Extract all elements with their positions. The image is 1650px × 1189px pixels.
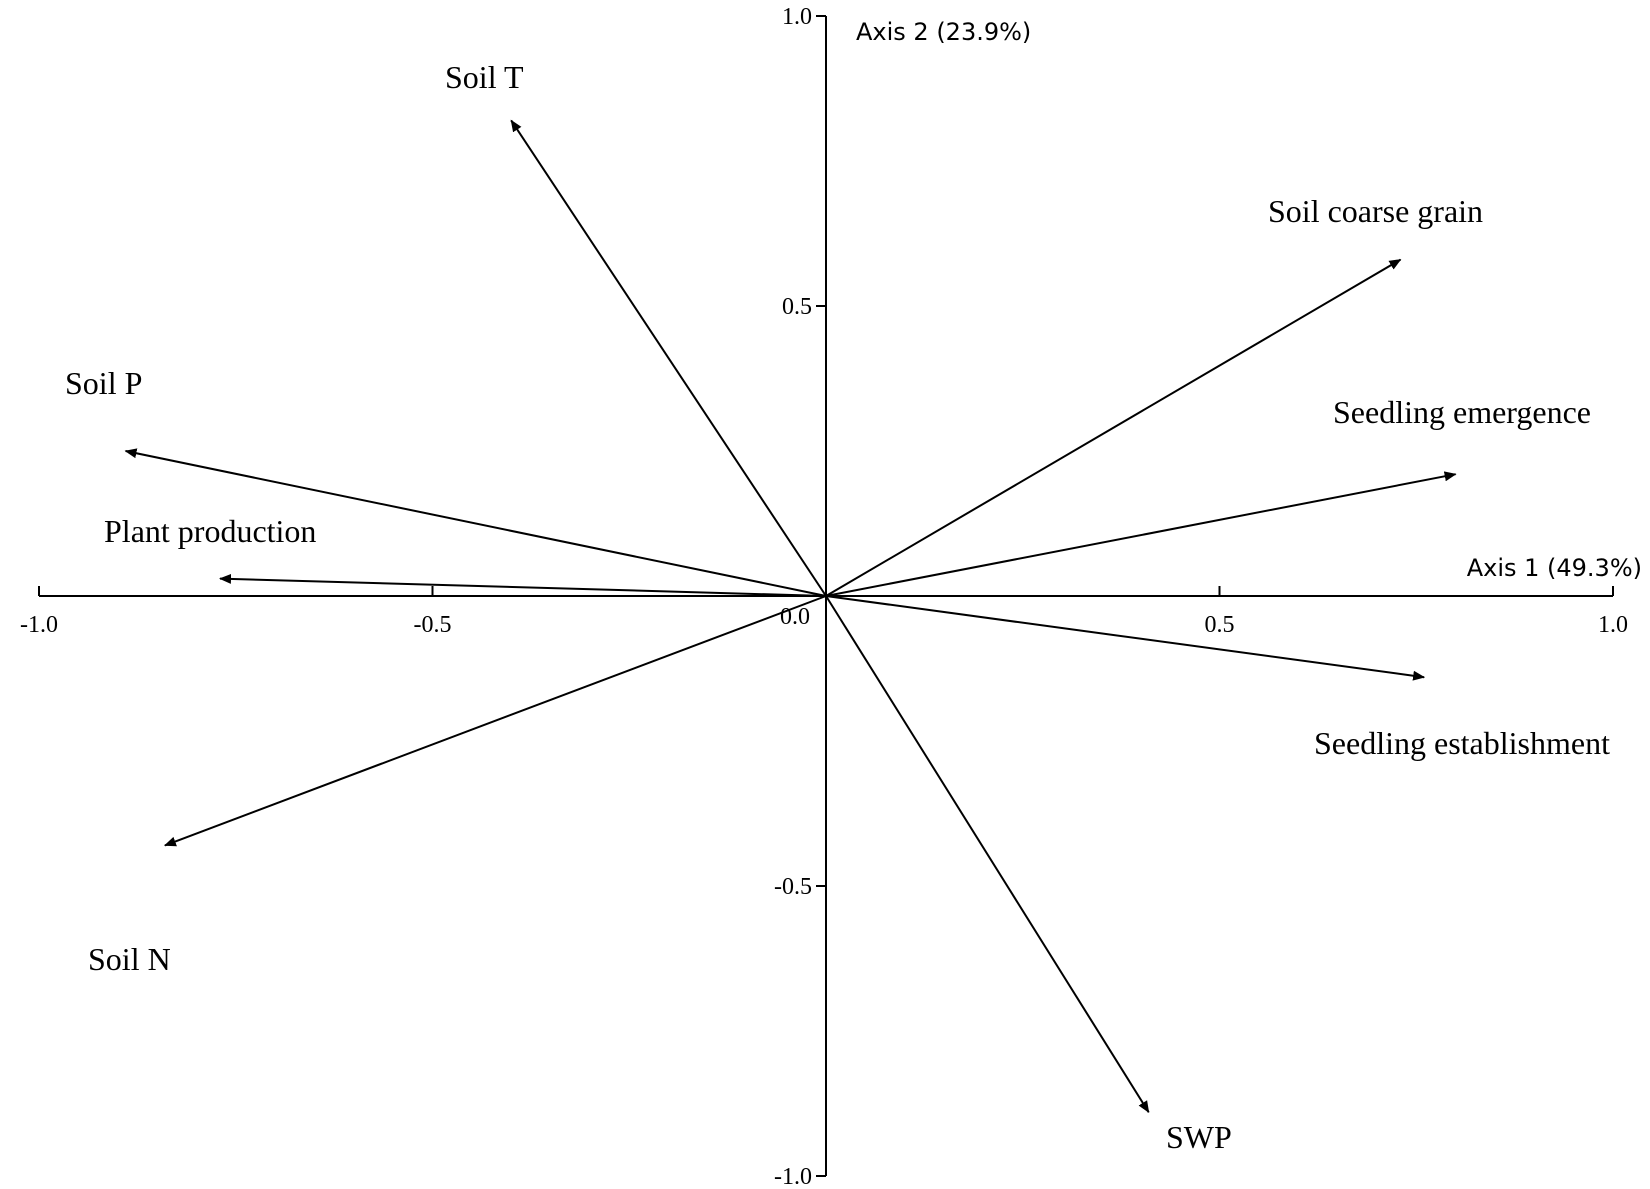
vector-label-soil-coarse-grain: Soil coarse grain: [1268, 193, 1483, 229]
x-axis-title: Axis 1 (49.3%): [1467, 554, 1642, 582]
x-tick-label: -0.5: [414, 612, 452, 638]
y-tick-label: -1.0: [774, 1164, 812, 1189]
vector-arrow-soil-n: [163, 595, 827, 847]
y-tick-label: 0.5: [782, 294, 812, 320]
vector-arrow-seedling-establishment: [825, 595, 1426, 681]
vector-arrow-soil-p: [124, 448, 827, 597]
y-tick-label: 1.0: [782, 4, 812, 30]
x-tick-label: 1.0: [1598, 612, 1628, 638]
y-axis-title: Axis 2 (23.9%): [856, 18, 1031, 46]
vector-label-seedling-establishment: Seedling establishment: [1314, 725, 1610, 761]
vector-label-soil-n: Soil N: [88, 941, 171, 977]
x-tick-label: 0.5: [1205, 612, 1235, 638]
vector-arrow-swp: [825, 595, 1150, 1114]
x-tick-label: -1.0: [20, 612, 58, 638]
vector-label-soil-p: Soil P: [65, 365, 142, 401]
vector-arrow-soil-t: [510, 119, 827, 597]
vector-arrow-soil-coarse-grain: [825, 258, 1402, 597]
vector-label-plant-production: Plant production: [104, 513, 316, 549]
vectors: [124, 119, 1457, 1114]
vector-arrow-seedling-emergence: [825, 471, 1457, 597]
vector-label-swp: SWP: [1166, 1119, 1232, 1155]
vector-arrow-plant-production: [219, 573, 827, 597]
y-tick-label: -0.5: [774, 874, 812, 900]
vector-label-soil-t: Soil T: [445, 59, 524, 95]
vector-label-seedling-emergence: Seedling emergence: [1333, 394, 1591, 430]
